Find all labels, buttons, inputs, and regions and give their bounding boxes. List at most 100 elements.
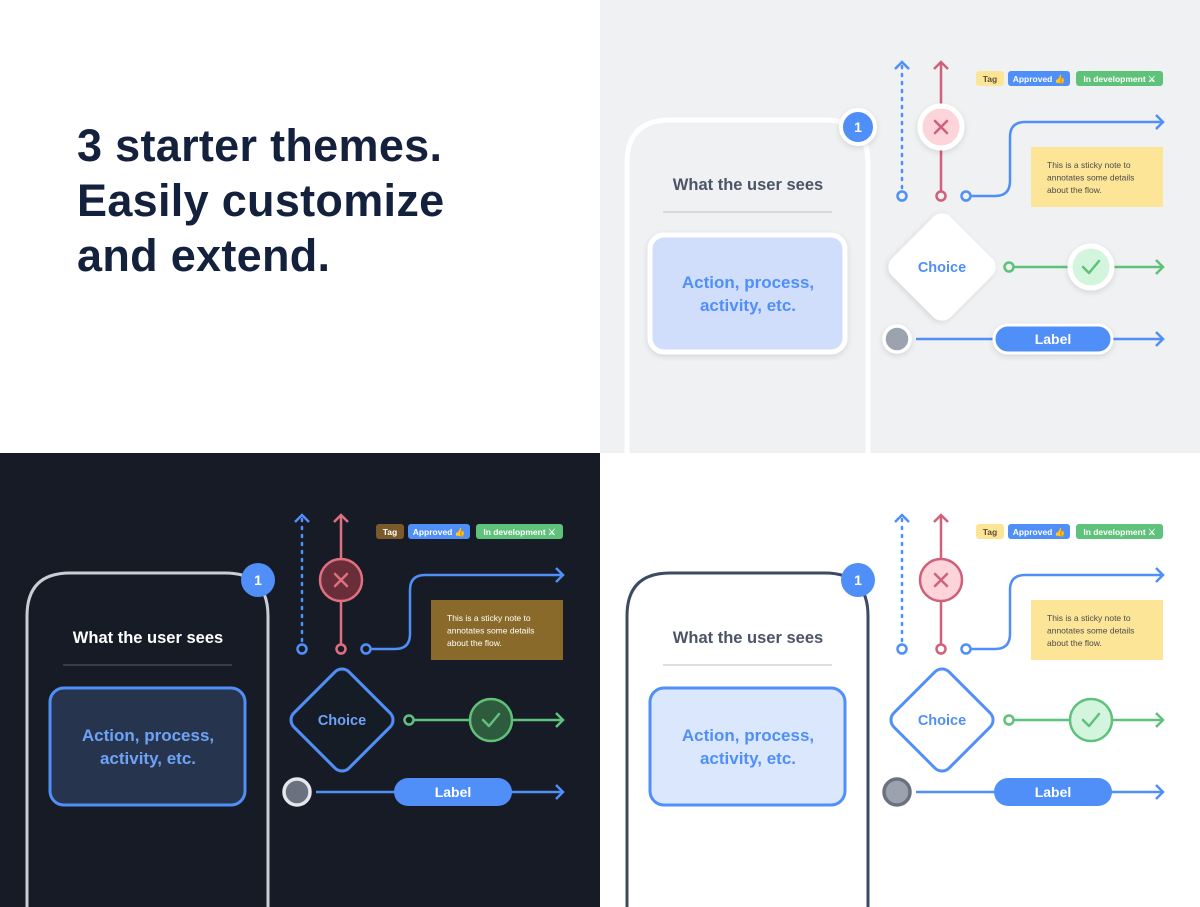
check-icon: [1081, 712, 1101, 728]
step-badge: [241, 563, 275, 597]
screen-title: What the user sees: [673, 176, 823, 194]
sticky-note: [1031, 147, 1163, 207]
step-badge: [839, 108, 877, 146]
arrow-right-icon: [555, 784, 565, 800]
sticky-note-text: This is a sticky note to: [1047, 613, 1131, 623]
connector-endpoint: [1003, 714, 1015, 726]
connector-endpoint: [296, 643, 308, 655]
sticky-note-text: annotates some details: [1047, 626, 1134, 636]
step-badge-number: 1: [854, 119, 862, 135]
phone-frame: [25, 571, 270, 907]
step-badge-number: 1: [254, 572, 262, 588]
arrow-right-icon: [1155, 784, 1165, 800]
tag-2: [1076, 524, 1163, 539]
tag-0: [976, 524, 1004, 539]
arrow-right-icon: [555, 567, 565, 583]
choice-diamond: [888, 213, 996, 321]
arrow-up-icon: [933, 60, 949, 70]
sticky-note: [1031, 600, 1163, 660]
close-icon: [333, 572, 349, 588]
action-box: [648, 686, 847, 807]
sticky-note-text: annotates some details: [447, 626, 534, 636]
action-text: activity, etc.: [700, 749, 796, 768]
screen-title: What the user sees: [673, 629, 823, 647]
arrow-up-icon: [333, 513, 349, 523]
headline-line: 3 starter themes.: [77, 120, 443, 171]
tag-1: [1008, 524, 1070, 539]
tag-label: In development ⚔: [1083, 74, 1156, 84]
check-icon: [481, 712, 501, 728]
tag-label: Approved 👍: [413, 527, 466, 537]
label-text: Label: [435, 784, 472, 800]
tag-0: [376, 524, 404, 539]
connector-endpoint: [896, 190, 908, 202]
label-pill: [992, 323, 1114, 355]
sticky-note-text: about the flow.: [1047, 185, 1102, 195]
sticky-note-text: about the flow.: [447, 638, 502, 648]
action-text: activity, etc.: [100, 749, 196, 768]
action-text: Action, process,: [682, 273, 814, 292]
arrow-right-icon: [1155, 567, 1165, 583]
start-node: [882, 777, 912, 807]
connector-endpoint: [960, 190, 972, 202]
headline-line: Easily customize: [77, 175, 445, 226]
arrow-right-icon: [555, 712, 565, 728]
connector-endpoint: [1003, 261, 1015, 273]
tag-label: In development ⚔: [1083, 527, 1156, 537]
start-node: [282, 777, 312, 807]
connector-endpoint: [935, 190, 947, 202]
choice-label: Choice: [318, 713, 366, 729]
choice-label: Choice: [918, 713, 966, 729]
arrow-up-icon: [894, 513, 910, 523]
tag-label: Tag: [383, 527, 397, 537]
arrow-right-icon: [1155, 114, 1165, 130]
sticky-note-text: about the flow.: [1047, 638, 1102, 648]
label-pill: [994, 778, 1112, 806]
connector-endpoint: [360, 643, 372, 655]
screen-title: What the user sees: [73, 629, 223, 647]
tag-2: [476, 524, 563, 539]
arrow-up-icon: [294, 513, 310, 523]
label-pill: [394, 778, 512, 806]
connector-endpoint: [403, 714, 415, 726]
headline: 3 starter themes. Easily customize and e…: [77, 118, 444, 283]
approve-node: [468, 697, 514, 743]
step-badge-number: 1: [854, 572, 862, 588]
close-icon: [933, 119, 949, 135]
arrow-up-icon: [894, 60, 910, 70]
sticky-note-text: This is a sticky note to: [447, 613, 531, 623]
tag-2: [1076, 71, 1163, 86]
start-node: [882, 324, 912, 354]
phone-frame: [624, 117, 871, 454]
action-box: [48, 686, 247, 807]
action-text: Action, process,: [82, 726, 214, 745]
connector-endpoint: [896, 643, 908, 655]
close-icon: [933, 572, 949, 588]
action-text: activity, etc.: [700, 296, 796, 315]
flow-connector: [971, 573, 1163, 651]
headline-panel: 3 starter themes. Easily customize and e…: [0, 0, 600, 454]
action-text: Action, process,: [682, 726, 814, 745]
step-badge: [841, 563, 875, 597]
arrow-right-icon: [1155, 259, 1165, 275]
tag-label: Tag: [983, 74, 997, 84]
arrow-right-icon: [1155, 712, 1165, 728]
label-text: Label: [1035, 784, 1072, 800]
sticky-note-text: This is a sticky note to: [1047, 160, 1131, 170]
connector-endpoint: [935, 643, 947, 655]
connector-endpoint: [960, 643, 972, 655]
action-box: [647, 232, 848, 355]
flow-connector: [971, 120, 1163, 198]
sticky-note: [431, 600, 563, 660]
phone-frame: [625, 571, 870, 907]
approve-node: [1068, 697, 1114, 743]
choice-diamond: [289, 667, 395, 773]
tag-1: [1008, 71, 1070, 86]
tag-label: Tag: [983, 527, 997, 537]
